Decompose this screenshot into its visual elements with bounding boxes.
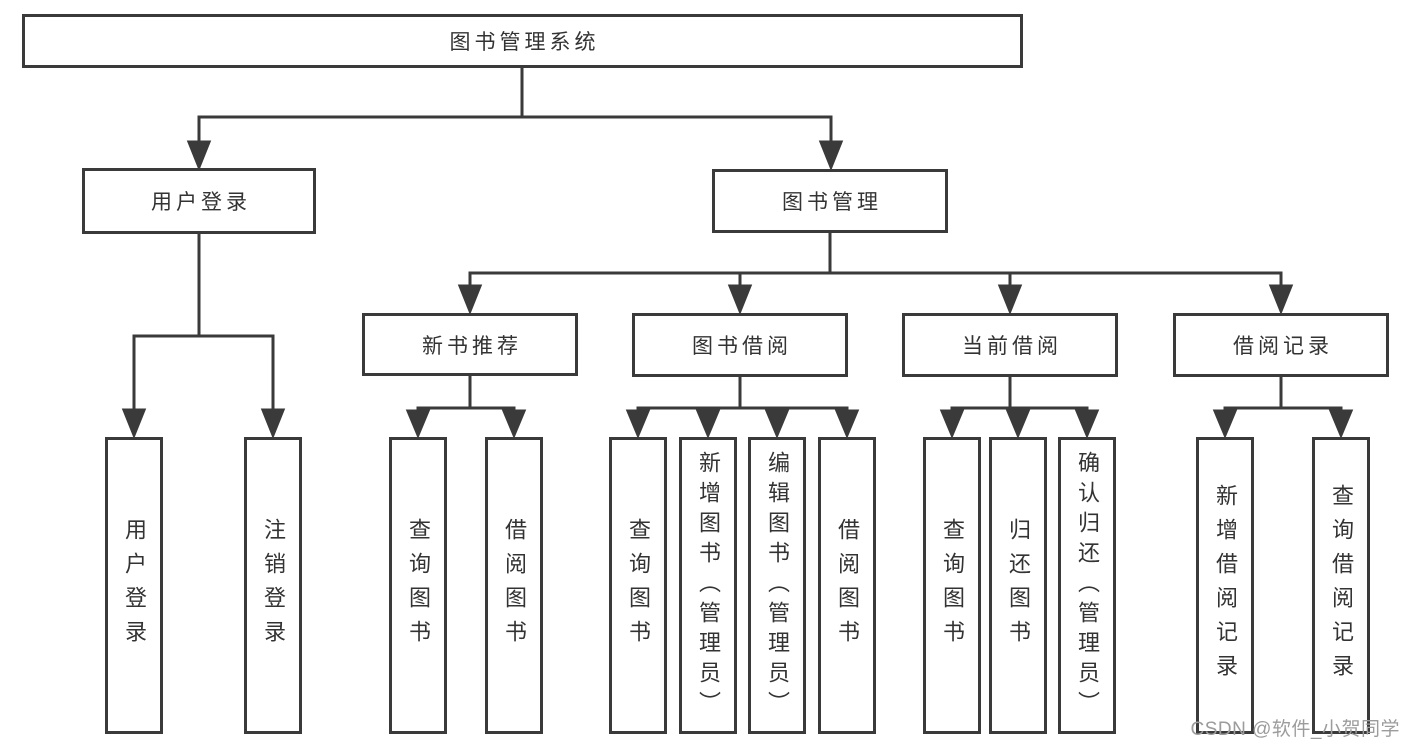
leaf-borrow-query-books: 查询图书: [609, 437, 667, 734]
leaf-add-book-admin: 新增图书（管理员）: [679, 437, 737, 734]
leaf-borrow-query-books-label: 查询图书: [626, 517, 651, 654]
leaf-add-book-admin-label: 新增图书（管理员）: [696, 450, 721, 721]
node-borrow-records-label: 借阅记录: [1233, 335, 1333, 358]
node-current-borrow: 当前借阅: [902, 313, 1118, 377]
node-current-borrow-label: 当前借阅: [962, 335, 1062, 358]
node-new-book-recommend-label: 新书推荐: [422, 334, 522, 358]
node-book-borrow-label: 图书借阅: [692, 335, 792, 358]
leaf-query-borrow-record-label: 查询借阅记录: [1329, 483, 1354, 688]
leaf-logout-label: 注销登录: [261, 517, 286, 654]
node-book-management: 图书管理: [712, 169, 948, 233]
node-root-label: 图书管理系统: [449, 31, 600, 54]
leaf-query-borrow-record: 查询借阅记录: [1312, 437, 1370, 734]
leaf-recommend-borrow-books: 借阅图书: [485, 437, 543, 734]
leaf-recommend-query-books: 查询图书: [389, 437, 447, 734]
leaf-edit-book-admin: 编辑图书（管理员）: [748, 437, 806, 734]
node-book-management-label: 图书管理: [782, 191, 882, 214]
leaf-add-borrow-record-label: 新增借阅记录: [1213, 483, 1238, 688]
node-new-book-recommend: 新书推荐: [362, 313, 578, 376]
leaf-edit-book-admin-label: 编辑图书（管理员）: [765, 450, 790, 721]
leaf-user-login: 用户登录: [105, 437, 163, 734]
leaf-current-query-books-label: 查询图书: [940, 517, 965, 654]
leaf-user-login-label: 用户登录: [122, 517, 147, 654]
node-user-login: 用户登录: [82, 168, 316, 234]
leaf-recommend-query-books-label: 查询图书: [406, 517, 431, 654]
leaf-borrow-books-label: 借阅图书: [835, 517, 860, 654]
leaf-borrow-books: 借阅图书: [818, 437, 876, 734]
leaf-return-book-label: 归还图书: [1006, 517, 1031, 654]
leaf-add-borrow-record: 新增借阅记录: [1196, 437, 1254, 734]
leaf-return-book: 归还图书: [989, 437, 1047, 734]
node-borrow-records: 借阅记录: [1173, 313, 1389, 377]
leaf-confirm-return-admin: 确认归还（管理员）: [1058, 437, 1116, 734]
node-user-login-label: 用户登录: [151, 191, 251, 214]
leaf-recommend-borrow-books-label: 借阅图书: [502, 517, 527, 654]
leaf-logout: 注销登录: [244, 437, 302, 734]
leaf-current-query-books: 查询图书: [923, 437, 981, 734]
watermark: CSDN @软件_小贺同学: [1190, 719, 1400, 740]
leaf-confirm-return-admin-label: 确认归还（管理员）: [1075, 450, 1100, 721]
node-book-borrow: 图书借阅: [632, 313, 848, 377]
node-root: 图书管理系统: [22, 14, 1023, 68]
